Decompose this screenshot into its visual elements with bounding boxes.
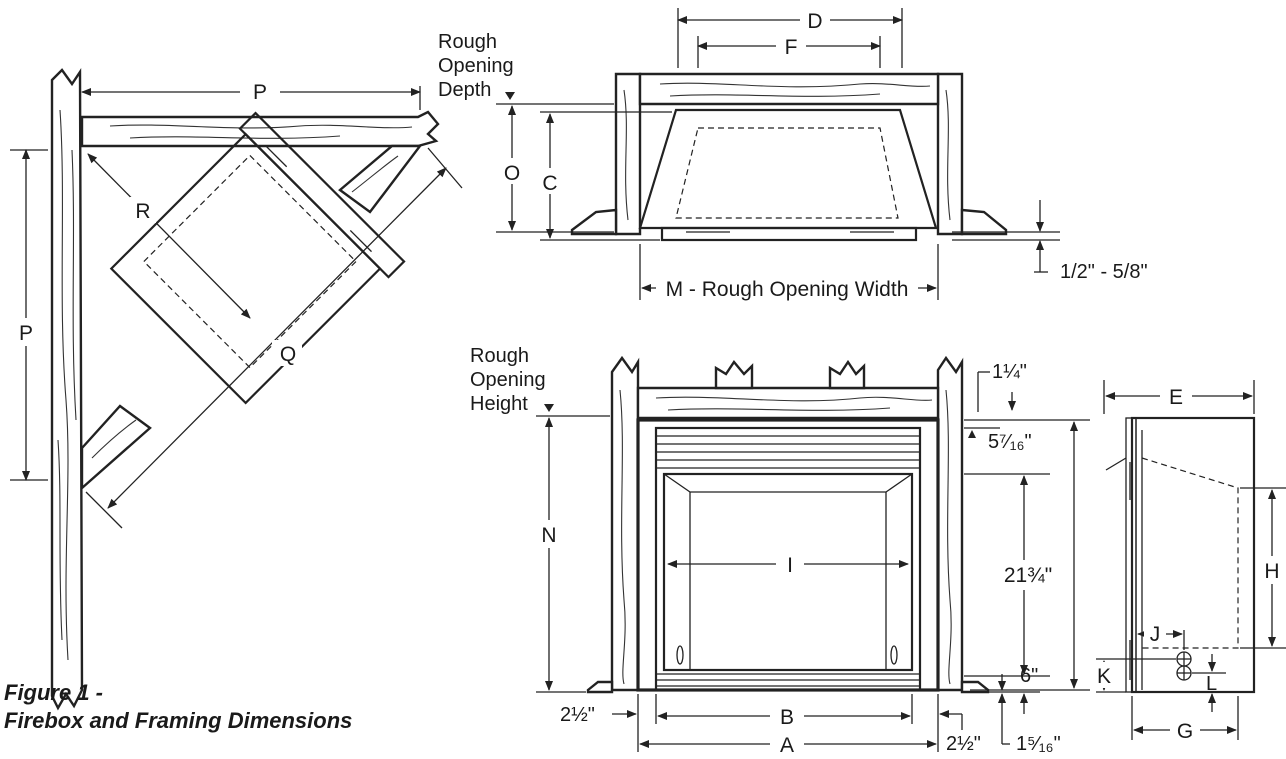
side-body — [1130, 416, 1256, 694]
dim-bottom: 1⁵⁄₁₆" — [1016, 733, 1061, 755]
dim-g: G — [1177, 720, 1193, 743]
dim-a: A — [780, 734, 794, 757]
dim-e: E — [1169, 386, 1183, 409]
top-header — [638, 72, 940, 106]
dim-offset: 1/2" - 5/8" — [1060, 261, 1148, 283]
top-view: D F Rough Opening Depth O C M - Rough Op… — [438, 6, 1148, 302]
dim-r: R — [135, 200, 150, 223]
side-view: E H J K L G — [1090, 380, 1286, 744]
rough-depth-line2: Opening — [438, 55, 514, 77]
dim-n: N — [541, 524, 556, 547]
caption-line2: Firebox and Framing Dimensions — [4, 708, 353, 733]
dim-j: J — [1150, 623, 1161, 646]
rough-depth-line3: Depth — [438, 79, 491, 101]
caption-line1: Figure 1 - — [4, 680, 104, 705]
rough-depth-line1: Rough — [438, 31, 497, 53]
dim-p-top: P — [253, 81, 267, 104]
top-firebox — [638, 108, 938, 230]
dim-left-gap: 2½" — [560, 704, 595, 726]
corner-wall-stud — [50, 68, 84, 711]
rough-height-line3: Height — [470, 393, 528, 415]
dim-k: K — [1097, 665, 1111, 688]
dim-opening-height: 21¾" — [1004, 564, 1052, 587]
corner-brace-upper — [338, 144, 423, 214]
dim-base: 6" — [1020, 665, 1038, 687]
front-bottom-louver — [656, 673, 920, 687]
front-top-louver — [656, 435, 920, 469]
dim-o: O — [504, 162, 520, 185]
dim-top-offset: 1¼" — [992, 361, 1027, 383]
dim-right-gap: 2½" — [946, 733, 981, 755]
corner-firebox — [109, 111, 406, 405]
dim-d: D — [807, 10, 822, 33]
dim-louver: 5⁷⁄₁₆" — [988, 431, 1032, 453]
dim-p-side: P — [19, 322, 33, 345]
dim-i: I — [787, 554, 793, 577]
dim-h: H — [1264, 560, 1279, 583]
dim-f: F — [785, 36, 798, 59]
rough-height-line1: Rough — [470, 345, 529, 367]
rough-height-line2: Opening — [470, 369, 546, 391]
dim-q: Q — [280, 343, 296, 366]
dim-b: B — [780, 706, 794, 729]
dim-l: L — [1206, 673, 1217, 695]
front-header — [636, 386, 940, 420]
front-view: Rough Opening Height N I B A 2½" 2½" — [470, 345, 1090, 758]
dim-m: M - Rough Opening Width — [666, 278, 909, 301]
corner-view: P P R Q — [10, 68, 463, 711]
dim-c: C — [542, 172, 557, 195]
